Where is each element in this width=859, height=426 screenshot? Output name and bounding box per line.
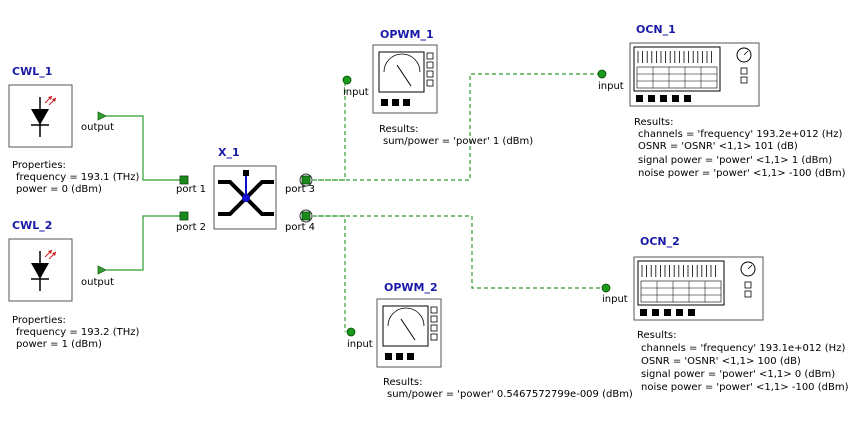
cwl2-properties-title: Properties: bbox=[12, 315, 66, 326]
cwl2-block[interactable] bbox=[8, 238, 107, 302]
laser-diode-icon bbox=[31, 249, 57, 291]
ocn2-result-channels: channels = 'frequency' 193.1e+012 (Hz) bbox=[641, 343, 846, 354]
laser-diode-icon bbox=[31, 95, 57, 137]
opwm1-result-sum-power: sum/power = 'power' 1 (dBm) bbox=[383, 136, 534, 147]
x1-port3-label: port 3 bbox=[285, 184, 316, 195]
ocn1-block[interactable] bbox=[597, 42, 760, 107]
x1-block[interactable] bbox=[179, 165, 313, 230]
wire-port4-to-opwm2[interactable] bbox=[306, 215, 346, 332]
ocn1-name: OCN_1 bbox=[636, 23, 676, 36]
ocn2-block[interactable] bbox=[601, 256, 764, 321]
ocn1-result-signal-power: signal power = 'power' <1,1> 1 (dBm) bbox=[638, 155, 833, 166]
cwl2-output-port[interactable] bbox=[97, 265, 107, 275]
ocn2-result-osnr: OSNR = 'OSNR' <1,1> 100 (dB) bbox=[641, 356, 801, 367]
cwl1-output-port[interactable] bbox=[97, 111, 107, 121]
opwm1-port-label: input bbox=[343, 87, 369, 98]
opwm1-block[interactable] bbox=[342, 44, 438, 114]
x1-port2-label: port 2 bbox=[176, 222, 207, 233]
cwl2-prop-power: power = 1 (dBm) bbox=[16, 339, 102, 350]
opwm1-input-port[interactable] bbox=[342, 75, 352, 85]
cwl2-name: CWL_2 bbox=[12, 219, 53, 232]
cwl1-prop-power: power = 0 (dBm) bbox=[16, 184, 102, 195]
power-meter-icon bbox=[382, 305, 438, 360]
opwm2-results-title: Results: bbox=[383, 377, 423, 388]
opwm2-input-port[interactable] bbox=[346, 327, 356, 337]
cwl1-name: CWL_1 bbox=[12, 65, 53, 78]
cwl1-port-label: output bbox=[81, 122, 114, 133]
x1-port2[interactable] bbox=[179, 211, 189, 221]
opwm1-results-title: Results: bbox=[379, 124, 419, 135]
x1-port4-label: port 4 bbox=[285, 222, 316, 233]
ocn2-result-noise-power: noise power = 'power' <1,1> -100 (dBm) bbox=[641, 382, 849, 393]
opwm2-port-label: input bbox=[347, 339, 373, 350]
wire-port3-to-opwm1[interactable] bbox=[306, 80, 346, 181]
ocn2-result-signal-power: signal power = 'power' <1,1> 0 (dBm) bbox=[641, 369, 836, 380]
ocn1-input-port[interactable] bbox=[597, 69, 607, 79]
spectrum-analyzer-icon bbox=[637, 260, 756, 316]
x-coupler-icon bbox=[218, 170, 274, 216]
x1-port1[interactable] bbox=[179, 175, 189, 185]
opwm1-name: OPWM_1 bbox=[380, 28, 434, 41]
power-meter-icon bbox=[378, 51, 434, 106]
ocn2-results-title: Results: bbox=[637, 330, 677, 341]
ocn1-result-noise-power: noise power = 'power' <1,1> -100 (dBm) bbox=[638, 168, 846, 179]
wire-cwl2-to-x1[interactable] bbox=[106, 215, 184, 271]
ocn1-result-osnr: OSNR = 'OSNR' <1,1> 101 (dB) bbox=[638, 141, 798, 152]
wire-cwl1-to-x1[interactable] bbox=[106, 115, 184, 181]
connection-wires bbox=[106, 73, 606, 332]
cwl2-port-label: output bbox=[81, 277, 114, 288]
wire-port3-to-ocn1[interactable] bbox=[318, 73, 602, 181]
ocn1-result-channels: channels = 'frequency' 193.2e+012 (Hz) bbox=[638, 129, 843, 140]
ocn1-port-label: input bbox=[598, 81, 624, 92]
wire-port4-to-ocn2[interactable] bbox=[318, 215, 606, 289]
ocn2-name: OCN_2 bbox=[640, 235, 680, 248]
opwm2-block[interactable] bbox=[346, 298, 442, 368]
opwm2-result-sum-power: sum/power = 'power' 0.5467572799e-009 (d… bbox=[387, 389, 633, 400]
cwl2-prop-frequency: frequency = 193.2 (THz) bbox=[16, 327, 140, 338]
x1-port1-label: port 1 bbox=[176, 184, 207, 195]
x1-name: X_1 bbox=[218, 146, 240, 159]
cwl1-block[interactable] bbox=[8, 84, 107, 148]
ocn2-input-port[interactable] bbox=[601, 283, 611, 293]
opwm2-name: OPWM_2 bbox=[384, 281, 438, 294]
spectrum-analyzer-icon bbox=[633, 46, 752, 102]
cwl1-properties-title: Properties: bbox=[12, 160, 66, 171]
ocn1-results-title: Results: bbox=[634, 117, 674, 128]
ocn2-port-label: input bbox=[602, 294, 628, 305]
cwl1-prop-frequency: frequency = 193.1 (THz) bbox=[16, 172, 140, 183]
